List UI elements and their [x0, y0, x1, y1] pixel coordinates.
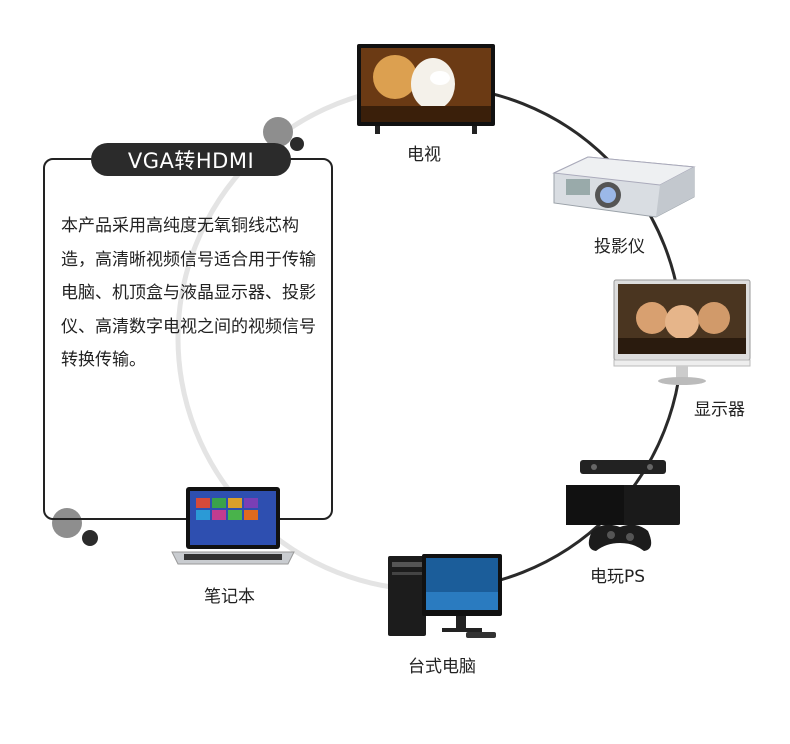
decor-dot-small [290, 137, 304, 151]
monitor-icon [613, 279, 751, 385]
desktop-pc-icon [388, 554, 502, 638]
laptop-label: 笔记本 [204, 587, 255, 607]
game-label: 电玩PS [590, 567, 646, 587]
decor-dot-small-bottom [82, 530, 98, 546]
description-text: 本产品采用高纯度无氧铜线芯构造，高清晰视频信号适合用于传输电脑、机顶盒与液晶显示… [61, 216, 316, 370]
title-tag: VGA转HDMI [91, 143, 291, 176]
projector-label: 投影仪 [594, 237, 645, 257]
game-console-icon [566, 460, 680, 551]
laptop-icon [171, 487, 295, 565]
decor-dot-large [263, 117, 293, 147]
decor-dot-large-bottom [52, 508, 82, 538]
tv-label: 电视 [407, 145, 441, 165]
tv-icon [357, 44, 495, 134]
desktop-label: 台式电脑 [408, 657, 476, 677]
projector-icon [552, 156, 696, 218]
monitor-label: 显示器 [694, 400, 745, 420]
